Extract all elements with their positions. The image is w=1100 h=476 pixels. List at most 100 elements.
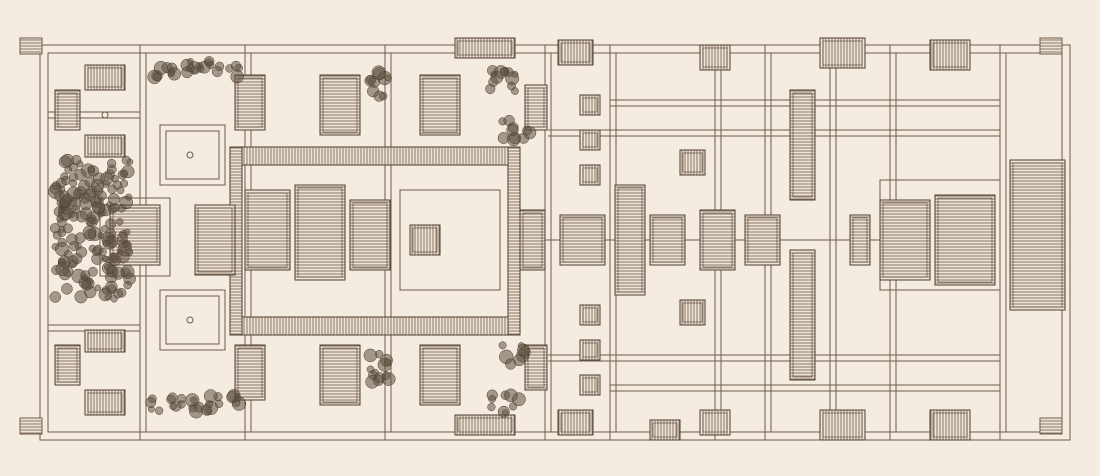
pavilion xyxy=(579,374,601,396)
tree xyxy=(230,60,241,71)
tree xyxy=(93,244,104,255)
corner-tower xyxy=(1039,417,1063,435)
tree xyxy=(485,83,496,94)
pavilion xyxy=(194,204,236,276)
gallery-south xyxy=(229,316,521,336)
pavilion xyxy=(419,74,461,136)
tree xyxy=(190,396,198,404)
tree xyxy=(167,392,178,403)
pavilion xyxy=(789,249,816,381)
corner-tower xyxy=(19,37,43,55)
tree xyxy=(100,225,109,233)
tree xyxy=(71,253,83,265)
tree xyxy=(101,286,110,295)
trees xyxy=(48,56,537,419)
pavilion xyxy=(419,344,461,406)
tree xyxy=(84,285,97,299)
pavilion xyxy=(579,304,601,326)
tree xyxy=(497,405,510,418)
pavilion-roof-line xyxy=(932,42,968,68)
tree xyxy=(49,291,62,303)
pavilion xyxy=(879,199,931,281)
pavilion xyxy=(234,344,266,401)
tree xyxy=(104,293,112,301)
tree xyxy=(384,74,392,82)
pavilion-roof-line xyxy=(882,202,928,278)
pavilion-roof-line xyxy=(652,217,683,263)
pavilion-roof-line xyxy=(457,40,513,56)
pavilion-roof-line xyxy=(87,392,123,413)
pavilion-roof-line xyxy=(562,217,603,263)
pavilion xyxy=(557,39,594,66)
pavilion xyxy=(454,37,516,59)
pavilion-roof-line xyxy=(237,347,263,398)
tree xyxy=(226,391,239,404)
corner-tower xyxy=(19,417,43,435)
pavilion-roof-line xyxy=(527,87,545,128)
corner-tower xyxy=(1039,37,1063,55)
pavilion xyxy=(744,214,781,266)
tree xyxy=(101,255,109,262)
square-court xyxy=(159,289,226,351)
pavilion-roof-line xyxy=(87,332,123,350)
pavilion-roof-line xyxy=(87,137,123,155)
pavilion xyxy=(409,224,441,256)
tree xyxy=(56,214,64,223)
outer-wall xyxy=(39,44,1071,441)
tree xyxy=(107,204,117,214)
tree xyxy=(69,179,78,188)
pavilion-roof-line xyxy=(822,412,863,438)
tree xyxy=(84,229,97,241)
tree xyxy=(513,354,526,367)
pavilion xyxy=(84,134,126,158)
pavilion xyxy=(519,209,546,271)
pavilion xyxy=(679,149,706,176)
pavilion xyxy=(557,409,594,436)
pavilion-roof-line xyxy=(422,77,458,133)
pavilion xyxy=(699,44,731,71)
tree xyxy=(230,69,244,84)
pavilion-roof-line xyxy=(322,347,358,403)
pavilion-roof-line xyxy=(322,77,358,133)
pavilion-roof-line xyxy=(747,217,778,263)
tree xyxy=(87,165,95,174)
tree xyxy=(75,210,88,223)
tree xyxy=(186,63,195,73)
tree xyxy=(101,261,115,275)
pavilion-roof-line xyxy=(457,417,513,433)
pavilion xyxy=(319,344,361,406)
pavilion xyxy=(579,339,601,361)
pavilion-roof-line xyxy=(197,207,233,273)
tree xyxy=(504,388,518,403)
tree xyxy=(145,397,157,408)
tree xyxy=(507,81,516,91)
tree xyxy=(200,404,213,416)
tree xyxy=(152,72,162,81)
tree xyxy=(379,91,388,101)
tree xyxy=(488,395,496,403)
pavilion xyxy=(929,39,971,71)
tree xyxy=(125,193,133,201)
pavilion xyxy=(579,164,601,186)
tree xyxy=(64,165,73,174)
pavilion-roof-line xyxy=(702,412,728,433)
pavilion xyxy=(819,37,866,69)
pavilion-roof-line xyxy=(582,307,598,323)
tree xyxy=(167,67,182,81)
pavilion-roof-line xyxy=(237,77,263,128)
pavilion xyxy=(789,89,816,201)
tree xyxy=(103,239,110,247)
pavilion-roof-line xyxy=(792,252,813,378)
pavilion-roof-line xyxy=(1012,162,1063,308)
tree xyxy=(169,402,177,410)
pavilion-roof-line xyxy=(582,342,598,358)
pavilion xyxy=(579,94,601,116)
well xyxy=(101,111,109,119)
tree xyxy=(48,184,63,199)
tree xyxy=(74,168,87,181)
pavilion-roof-line xyxy=(352,202,388,268)
tree xyxy=(121,165,135,179)
tree xyxy=(381,371,391,380)
pavilion xyxy=(84,329,126,353)
